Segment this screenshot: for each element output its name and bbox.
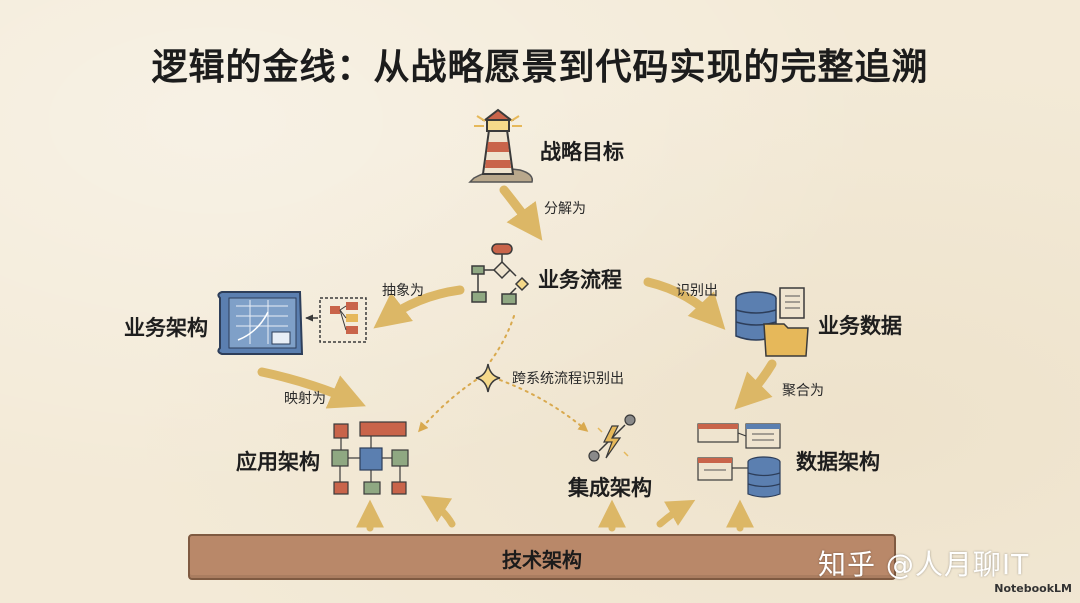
component-diagram-icon bbox=[331, 421, 409, 495]
flowchart-icon bbox=[471, 243, 530, 305]
edge-label-identify: 识别出 bbox=[676, 283, 718, 299]
dotted-spark-to-int bbox=[499, 379, 589, 432]
node-business-data: 业务数据 bbox=[818, 314, 902, 338]
edge-label-abstract: 抽象为 bbox=[382, 283, 424, 299]
brand-logo: NotebookLM bbox=[994, 582, 1072, 595]
lighthouse-icon bbox=[468, 108, 533, 183]
node-business-architecture: 业务架构 bbox=[124, 316, 208, 340]
dotted-process-to-spark bbox=[489, 315, 515, 363]
arrow-tech-int-2 bbox=[656, 499, 696, 528]
node-business-process: 业务流程 bbox=[538, 268, 622, 292]
edge-label-map: 映射为 bbox=[284, 391, 326, 407]
page-title: 逻辑的金线：从战略愿景到代码实现的完整追溯 bbox=[151, 47, 929, 88]
arrow-map bbox=[257, 367, 366, 409]
edge-label-decompose: 分解为 bbox=[544, 201, 586, 217]
sparkle-icon bbox=[475, 363, 501, 393]
node-technology-architecture: 技术架构 bbox=[502, 548, 582, 572]
arrow-tech-app-2 bbox=[420, 495, 456, 528]
data-model-icon bbox=[697, 423, 781, 498]
integration-icon bbox=[588, 414, 636, 462]
blueprint-icon bbox=[217, 291, 304, 355]
technology-architecture-bar: 技术架构 bbox=[188, 534, 896, 580]
node-integration-architecture: 集成架构 bbox=[568, 476, 652, 500]
arrow-abstract bbox=[373, 285, 465, 329]
capability-map-icon bbox=[305, 297, 367, 343]
database-folder-icon bbox=[735, 287, 809, 357]
flow-arrows bbox=[257, 185, 777, 532]
node-data-architecture: 数据架构 bbox=[796, 450, 880, 474]
edge-label-aggregate: 聚合为 bbox=[782, 383, 824, 399]
dotted-spark-to-app bbox=[418, 379, 477, 433]
arrow-identify bbox=[643, 277, 726, 330]
node-application-architecture: 应用架构 bbox=[236, 450, 320, 474]
arrow-decompose bbox=[499, 185, 543, 241]
watermark: 知乎 @人月聊IT bbox=[818, 548, 1030, 581]
node-strategy: 战略目标 bbox=[540, 140, 624, 164]
arrow-aggregate bbox=[734, 359, 777, 410]
edge-label-cross-system: 跨系统流程识别出 bbox=[512, 371, 624, 387]
dotted-paths bbox=[418, 315, 589, 433]
